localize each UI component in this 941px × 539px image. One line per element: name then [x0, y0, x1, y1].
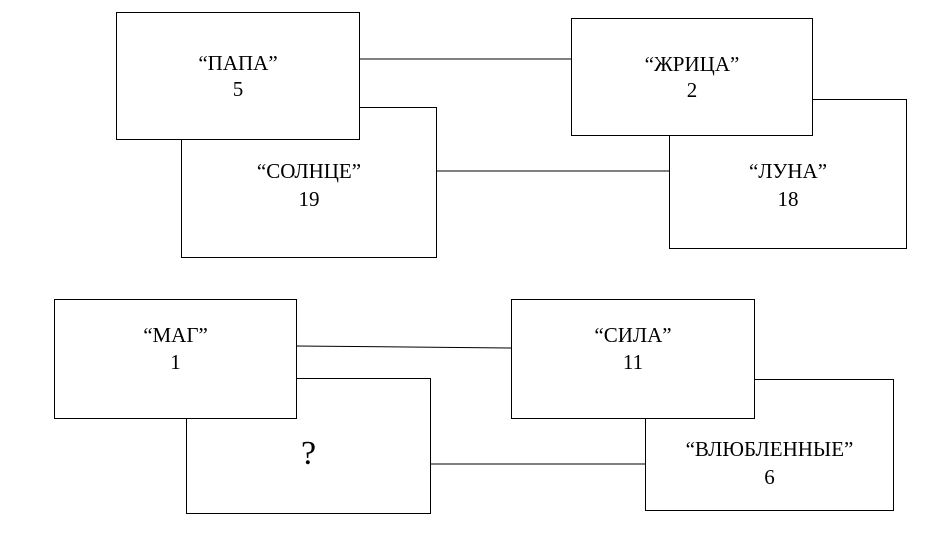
card-name: “ПАПА”	[198, 51, 278, 75]
card-sila: “СИЛА” 11	[511, 299, 755, 419]
card-number: 19	[298, 187, 320, 211]
connector-mag-sila	[295, 345, 512, 349]
card-number: 18	[777, 187, 799, 211]
card-mag: “МАГ” 1	[54, 299, 297, 419]
card-name: ?	[300, 435, 317, 472]
card-unknown: ?	[186, 378, 431, 514]
card-papa: “ПАПА” 5	[116, 12, 360, 140]
card-name: “ЖРИЦА”	[644, 52, 740, 76]
card-number: 5	[232, 77, 244, 101]
card-number: 6	[764, 465, 775, 489]
card-name: “СОЛНЦЕ”	[256, 159, 362, 183]
card-zhritsa: “ЖРИЦА” 2	[571, 18, 813, 136]
card-number: 11	[622, 350, 644, 374]
card-name: “МАГ”	[143, 323, 208, 347]
card-name: “ЛУНА”	[748, 159, 828, 183]
card-name: “ВЛЮБЛЕННЫЕ”	[685, 437, 854, 461]
card-name: “СИЛА”	[594, 323, 672, 347]
card-number: 2	[686, 78, 698, 102]
card-number: 1	[170, 350, 181, 374]
